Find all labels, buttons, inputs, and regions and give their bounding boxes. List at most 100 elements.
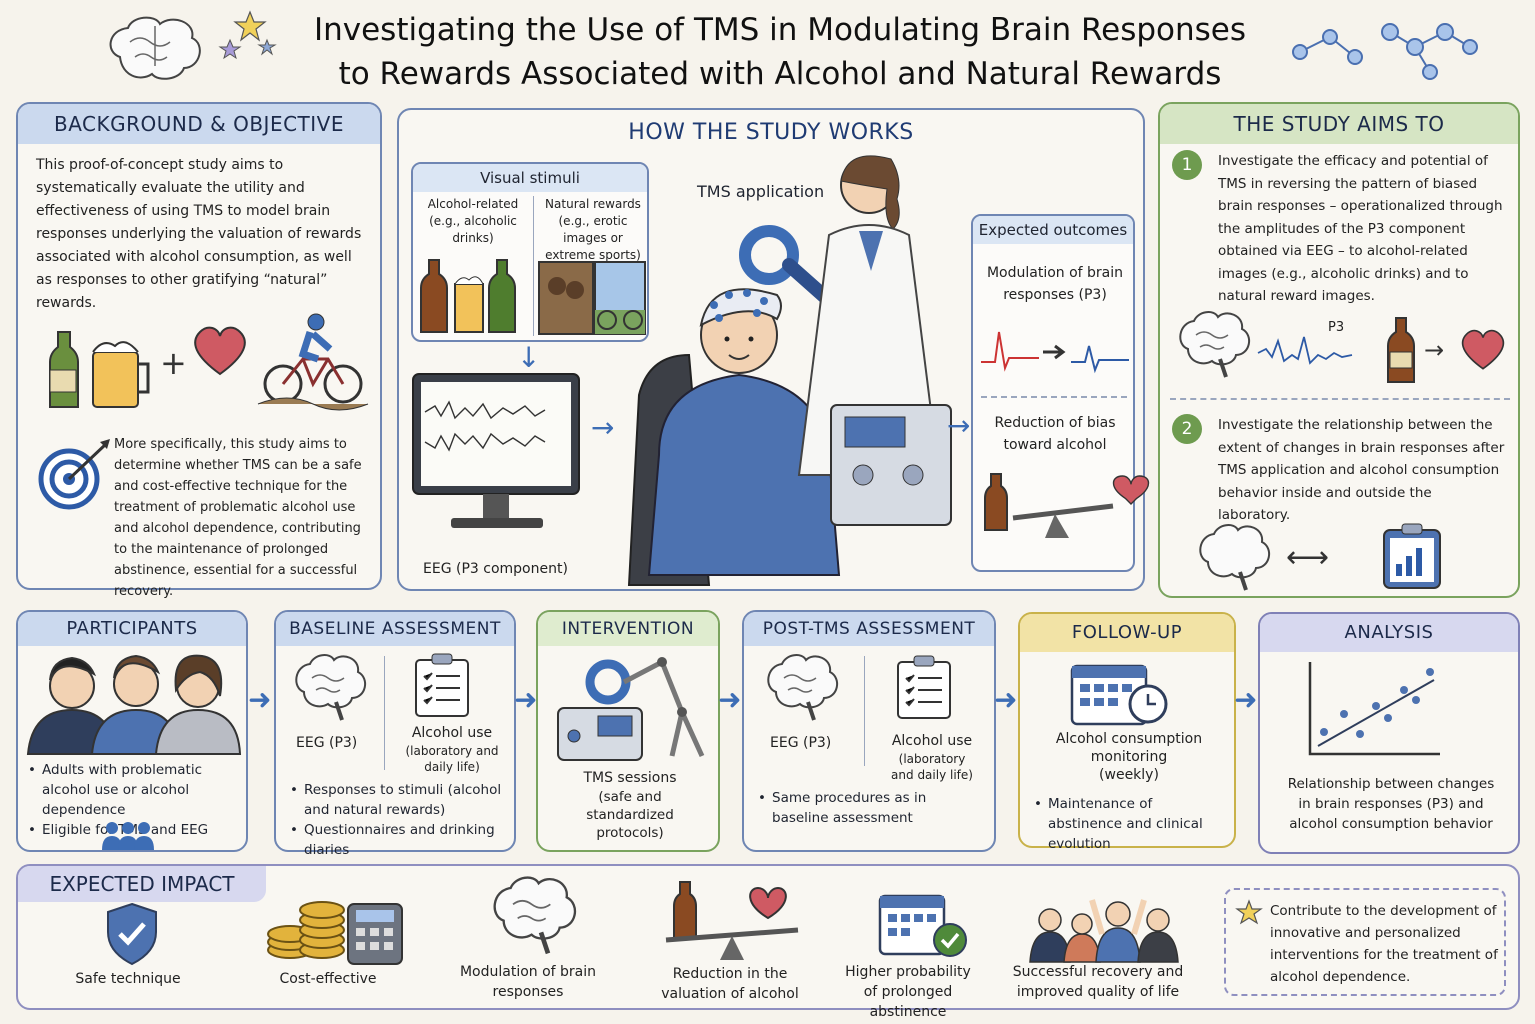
impact-item: Higher probability of prolonged abstinen… (845, 964, 971, 1020)
aim-number-2: 2 (1172, 414, 1202, 444)
page-title: Investigating the Use of TMS in Modulati… (250, 8, 1310, 96)
natural-rewards-label: Natural rewards (e.g., erotic images or … (545, 197, 641, 262)
double-arrow-icon: ⟷ (1286, 540, 1330, 575)
followup-item: Maintenance of abstinence and clinical e… (1034, 794, 1230, 854)
p3-waveform-icon (1257, 336, 1353, 365)
tms-session-illustration (627, 155, 952, 586)
post-eeg-label: EEG (P3) (770, 735, 832, 751)
tms-device-icon (557, 657, 705, 761)
right-arrow-icon: ➜ (718, 683, 742, 716)
impact-panel: EXPECTED IMPACT Safe technique Cost-effe… (16, 864, 1520, 1020)
right-arrow-icon: ➜ (248, 683, 272, 716)
coins-calculator-icon (267, 901, 403, 965)
intervention-label-block: TMS sessions (safe and standardized prot… (544, 768, 716, 842)
title-line-2: to Rewards Associated with Alcohol and N… (338, 56, 1222, 92)
heart-icon (194, 326, 246, 376)
p3-label: P3 (1328, 320, 1345, 335)
eeg-monitor-icon (412, 373, 580, 528)
analysis-label: Relationship between changes in brain re… (1287, 776, 1495, 832)
people-icon (102, 822, 154, 850)
target-icon (38, 439, 110, 510)
plus-icon: + (160, 344, 187, 382)
intervention-label: TMS sessions (583, 770, 677, 786)
balance-scale-icon (984, 473, 1150, 538)
followup-label: Alcohol consumption monitoring (1055, 731, 1203, 765)
tms-application-label: TMS application (697, 182, 825, 201)
aim-2-text: Investigate the relationship between the… (1218, 417, 1505, 523)
impact-header: EXPECTED IMPACT (18, 866, 266, 902)
right-arrow-icon: → (947, 409, 971, 442)
star-icon (1235, 899, 1263, 925)
baseline-item: Questionnaires and drinking diaries (290, 820, 512, 860)
eeg-label: EEG (P3 component) (423, 561, 568, 577)
background-para-1: This proof-of-concept study aims to syst… (36, 157, 362, 311)
celebrating-people-icon (1029, 899, 1179, 963)
impact-item: Cost-effective (279, 971, 377, 987)
molecule-icon (1292, 23, 1478, 80)
post-list: Same procedures as in baseline assessmen… (758, 788, 938, 828)
impact-item: Reduction in the valuation of alcohol (661, 966, 799, 1002)
analysis-header: ANALYSIS (1260, 614, 1518, 652)
impact-item: Safe technique (75, 971, 181, 987)
right-arrow-icon: ➜ (1234, 683, 1258, 716)
down-arrow-icon: ↓ (517, 341, 541, 374)
participants-list: Adults with problematic alcohol use or a… (28, 760, 244, 840)
expected-outcomes-header: Expected outcomes (973, 216, 1133, 244)
post-header: POST-TMS ASSESSMENT (744, 612, 994, 646)
participants-item: Adults with problematic alcohol use or a… (28, 760, 244, 820)
cyclist-icon (257, 313, 369, 411)
brain-icon (1199, 524, 1271, 591)
post-alcohol-use: Alcohol use (891, 733, 973, 749)
visual-stimuli-header: Visual stimuli (413, 164, 647, 192)
shield-check-icon (107, 902, 157, 966)
baseline-alcohol-use-sub: (laboratory and daily life) (405, 744, 499, 774)
baseline-item: Responses to stimuli (alcohol and natura… (290, 780, 512, 820)
clipboard-icon (415, 653, 469, 717)
intervention-header: INTERVENTION (538, 612, 718, 646)
baseline-panel: BASELINE ASSESSMENT EEG (P3) Alcohol use… (274, 610, 516, 858)
how-header: HOW THE STUDY WORKS (628, 120, 914, 145)
post-alcohol-use-label: Alcohol use (laboratory and daily life) (870, 732, 994, 783)
right-arrow-icon: ➜ (994, 683, 1018, 716)
brain-icon (295, 654, 367, 721)
followup-list: Maintenance of abstinence and clinical e… (1034, 794, 1230, 854)
baseline-eeg-label: EEG (P3) (296, 735, 358, 751)
background-para-2: More specifically, this study aims to de… (114, 437, 362, 599)
visual-stimuli-box: Visual stimuli Alcohol-related (e.g., al… (411, 162, 649, 342)
aim-number-1: 1 (1172, 150, 1202, 180)
stars-icon (218, 10, 277, 60)
heart-icon (1461, 329, 1505, 370)
alcohol-drinks-icon (420, 259, 516, 333)
background-header: BACKGROUND & OBJECTIVE (18, 104, 380, 144)
natural-rewards-images-icon (538, 261, 646, 335)
participants-group-icon (26, 654, 242, 755)
brain-icon (767, 654, 839, 721)
baseline-alcohol-use: Alcohol use (411, 725, 493, 741)
brain-icon (109, 16, 201, 80)
how-panel: HOW THE STUDY WORKS Visual stimuli Alcoh… (397, 108, 1150, 591)
intervention-panel: INTERVENTION TMS sessions (safe and stan… (536, 610, 720, 852)
beer-bottle-icon (1387, 317, 1415, 383)
intervention-sub: (safe and standardized protocols) (586, 789, 674, 841)
aims-panel: THE STUDY AIMS TO 1 Investigate the effi… (1158, 102, 1520, 598)
baseline-list: Responses to stimuli (alcohol and natura… (290, 780, 512, 860)
contribution-text: Contribute to the development of innovat… (1270, 903, 1498, 985)
aim-1-text: Investigate the efficacy and potential o… (1218, 153, 1503, 304)
impact-item: Modulation of brain responses (459, 964, 597, 1000)
participants-header: PARTICIPANTS (18, 612, 246, 646)
brain-icon (493, 876, 577, 955)
contribution-box: Contribute to the development of innovat… (1224, 888, 1506, 996)
scatter-plot-icon (1308, 662, 1440, 756)
baseline-alcohol-use-label: Alcohol use (laboratory and daily life) (392, 724, 512, 775)
analysis-panel: ANALYSIS Relationship between changes in… (1258, 612, 1520, 854)
baseline-header: BASELINE ASSESSMENT (276, 612, 514, 646)
impact-item: Successful recovery and improved quality… (1012, 964, 1184, 1000)
calendar-check-icon (878, 894, 967, 957)
background-panel: BACKGROUND & OBJECTIVE This proof-of-con… (16, 102, 382, 599)
right-arrow-icon: → (1424, 336, 1445, 364)
participants-panel: PARTICIPANTS Adults with problematic alc… (16, 610, 248, 852)
title-line-1: Investigating the Use of TMS in Modulati… (313, 12, 1247, 48)
followup-panel: FOLLOW-UP Alcohol consumption monitoring… (1018, 612, 1236, 852)
balance-scale-icon (665, 881, 799, 960)
post-alcohol-use-sub: (laboratory and daily life) (891, 752, 973, 782)
